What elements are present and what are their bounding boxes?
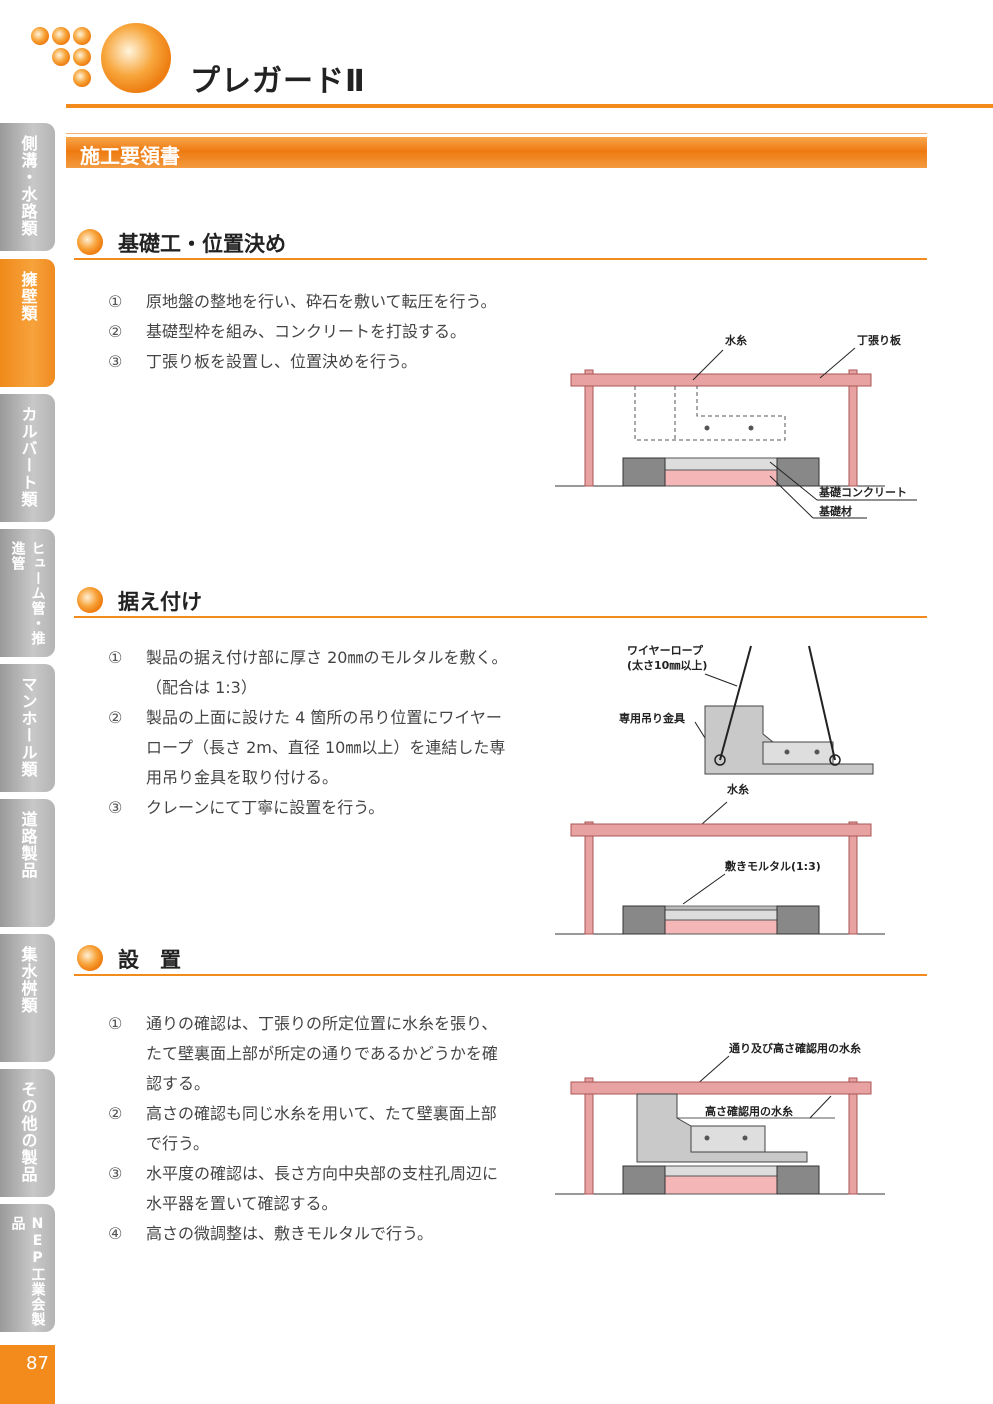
step-text: 製品の上面に設けた 4 箇所の吊り位置にワイヤーロープ（長さ 2m、直径 10㎜… xyxy=(146,708,506,787)
figure-label: 丁張り板 xyxy=(857,333,902,347)
figure-label: 基礎コンクリート xyxy=(818,485,907,499)
circle-bullet-icon xyxy=(77,587,103,613)
sidebar-tab-label: マンホール類 xyxy=(18,676,38,778)
header-rule xyxy=(66,104,993,108)
step-item: ③ 丁張り板を設置し、位置決めを行う。 xyxy=(108,347,508,377)
step-number: ① xyxy=(108,648,123,667)
step-text: クレーンにて丁寧に設置を行う。 xyxy=(146,798,385,817)
section-header-foundation: 基礎工・位置決め xyxy=(74,226,927,260)
installation-diagram: ワイヤーロープ (太さ10㎜以上) 専用吊り金具 水糸 敷きモルタル(1:3) xyxy=(555,643,885,935)
sidebar-tab-label: NEP工業会製品 xyxy=(9,1216,46,1327)
figure-label: 基礎材 xyxy=(818,504,852,518)
brand-logo xyxy=(31,23,171,93)
band-top-line xyxy=(66,133,927,134)
setting-diagram: 通り及び高さ確認用の水糸 高さ確認用の水糸 xyxy=(555,1041,885,1195)
sidebar-tab-retaining-wall[interactable]: 擁壁類 xyxy=(0,259,55,387)
circle-bullet-icon xyxy=(77,945,103,971)
step-item: ③ 水平度の確認は、長さ方向中央部の支柱孔周辺に水平器を置いて確認する。 xyxy=(108,1159,508,1219)
sidebar-tab-label: 道路製品 xyxy=(18,811,38,879)
sidebar-tab-hume-pipe[interactable]: ヒューム管・推進管 xyxy=(0,529,55,657)
step-item: ① 製品の据え付け部に厚さ 20㎜のモルタルを敷く。（配合は 1:3） xyxy=(108,643,508,703)
foundation-diagram: 水糸 丁張り板 基礎コンクリート 基礎材 xyxy=(555,333,917,519)
step-item: ② 製品の上面に設けた 4 箇所の吊り位置にワイヤーロープ（長さ 2m、直径 10… xyxy=(108,703,508,793)
section-title: 据え付け xyxy=(118,590,202,614)
step-number: ② xyxy=(108,708,123,727)
sidebar-tab-road-products[interactable]: 道路製品 xyxy=(0,799,55,927)
step-text: 高さの確認も同じ水糸を用いて、たて壁裏面上部で行う。 xyxy=(146,1104,497,1153)
sidebar-tab-other-products[interactable]: その他の製品 xyxy=(0,1069,55,1197)
step-number: ① xyxy=(108,292,123,311)
step-text: 高さの微調整は、敷きモルタルで行う。 xyxy=(146,1224,434,1243)
section-header-installation: 据え付け xyxy=(74,584,927,618)
step-number: ② xyxy=(108,1104,123,1123)
step-text: 水平度の確認は、長さ方向中央部の支柱孔周辺に水平器を置いて確認する。 xyxy=(146,1164,499,1213)
figure-label: 水糸 xyxy=(727,782,749,796)
figure-label: 専用吊り金具 xyxy=(619,711,685,725)
step-number: ① xyxy=(108,1014,123,1033)
step-text: 製品の据え付け部に厚さ 20㎜のモルタルを敷く。（配合は 1:3） xyxy=(146,648,508,697)
figure-label: 水糸 xyxy=(725,333,747,347)
section-title: 基礎工・位置決め xyxy=(118,232,286,256)
step-number: ③ xyxy=(108,1164,123,1183)
step-text: 原地盤の整地を行い、砕石を敷いて転圧を行う。 xyxy=(146,292,497,311)
sidebar-tab-label: カルバート類 xyxy=(18,406,38,508)
step-item: ④ 高さの微調整は、敷きモルタルで行う。 xyxy=(108,1219,508,1249)
page-number: 87 xyxy=(0,1345,55,1404)
band-label: 施工要領書 xyxy=(80,144,180,168)
step-text: 基礎型枠を組み、コンクリートを打設する。 xyxy=(146,322,467,341)
sidebar-tab-label: ヒューム管・推進管 xyxy=(9,541,46,646)
sidebar-tab-catch-basin[interactable]: 集水桝類 xyxy=(0,934,55,1062)
sidebar-tab-label: 集水桝類 xyxy=(18,946,38,1014)
step-item: ③ クレーンにて丁寧に設置を行う。 xyxy=(108,793,508,823)
step-item: ① 通りの確認は、丁張りの所定位置に水糸を張り、たて壁裏面上部が所定の通りであるか… xyxy=(108,1009,508,1099)
step-item: ② 基礎型枠を組み、コンクリートを打設する。 xyxy=(108,317,508,347)
sidebar-tab-label: 擁壁類 xyxy=(18,271,38,322)
step-item: ① 原地盤の整地を行い、砕石を敷いて転圧を行う。 xyxy=(108,287,508,317)
step-item: ② 高さの確認も同じ水糸を用いて、たて壁裏面上部で行う。 xyxy=(108,1099,508,1159)
step-list: ① 通りの確認は、丁張りの所定位置に水糸を張り、たて壁裏面上部が所定の通りであるか… xyxy=(108,1009,508,1249)
section-header-setting: 設 置 xyxy=(74,942,927,976)
circle-bullet-icon xyxy=(77,229,103,255)
sidebar-tab-label: 側溝・水路類 xyxy=(18,135,38,237)
step-list: ① 製品の据え付け部に厚さ 20㎜のモルタルを敷く。（配合は 1:3） ② 製品の上… xyxy=(108,643,508,823)
step-list: ① 原地盤の整地を行い、砕石を敷いて転圧を行う。 ② 基礎型枠を組み、コンクリートを… xyxy=(108,287,508,377)
section-title: 設 置 xyxy=(118,948,181,972)
sidebar-tab-nep-products[interactable]: NEP工業会製品 xyxy=(0,1204,55,1332)
step-number: ② xyxy=(108,322,123,341)
section-band: 施工要領書 xyxy=(66,137,927,168)
figure-label: 高さ確認用の水糸 xyxy=(705,1104,793,1118)
step-text: 丁張り板を設置し、位置決めを行う。 xyxy=(146,352,418,371)
figure-label: 通り及び高さ確認用の水糸 xyxy=(729,1041,861,1055)
figure-label: ワイヤーロープ xyxy=(627,643,704,657)
sidebar-tab-label: その他の製品 xyxy=(18,1081,38,1183)
step-text: 通りの確認は、丁張りの所定位置に水糸を張り、たて壁裏面上部が所定の通りであるかど… xyxy=(146,1014,498,1093)
sidebar-tab-gutter[interactable]: 側溝・水路類 xyxy=(0,123,55,251)
sidebar-tab-culvert[interactable]: カルバート類 xyxy=(0,394,55,522)
figure-label: (太さ10㎜以上) xyxy=(627,658,707,672)
step-number: ③ xyxy=(108,352,123,371)
figure-label: 敷きモルタル(1:3) xyxy=(725,859,821,873)
step-number: ④ xyxy=(108,1224,123,1243)
page-title: プレガードⅡ xyxy=(190,64,366,99)
step-number: ③ xyxy=(108,798,123,817)
sidebar-tab-manhole[interactable]: マンホール類 xyxy=(0,664,55,792)
